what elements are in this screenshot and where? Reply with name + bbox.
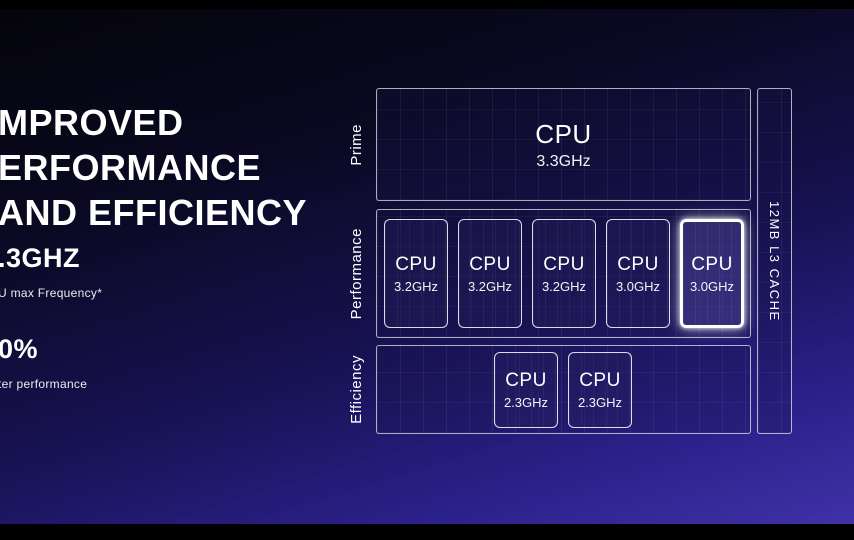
row-label-performance-text: Performance	[347, 227, 365, 320]
row-label-performance: Performance	[345, 209, 367, 338]
row-label-prime-text: Prime	[347, 123, 365, 166]
stat-performance-caption: ter performance	[0, 377, 88, 391]
cpu-core-block: CPU 3.2GHz	[384, 219, 448, 328]
cpu-core-block: CPU 3.0GHz	[606, 219, 670, 328]
cpu-core-block: CPU 3.2GHz	[532, 219, 596, 328]
row-label-efficiency: Efficiency	[345, 345, 367, 434]
stat-frequency-value: .3GHZ	[0, 243, 81, 273]
stat-frequency: .3GHZ U max Frequency*	[0, 243, 102, 300]
cpu-core-name: CPU	[579, 370, 621, 391]
cpu-core-block: CPU 2.3GHz	[494, 352, 558, 428]
stat-performance-value: 0%	[0, 334, 39, 364]
cpu-core-name: CPU	[395, 253, 437, 275]
cpu-core-freq: 2.3GHz	[503, 395, 549, 410]
cpu-core-block: CPU 2.3GHz	[568, 352, 632, 428]
cpu-core-name: CPU	[535, 118, 592, 149]
letterbox-top	[0, 0, 854, 9]
cpu-core-freq: 3.3GHz	[536, 152, 591, 170]
l3-cache-box: 12MB L3 CACHE	[757, 88, 792, 434]
letterbox-bottom	[0, 524, 854, 540]
slide-title-line-2: ERFORMANCE	[0, 147, 261, 188]
cpu-core-block: CPU 3.2GHz	[458, 219, 522, 328]
cpu-core-freq: 3.0GHz	[689, 278, 735, 294]
stat-frequency-caption: U max Frequency*	[0, 286, 103, 300]
row-label-efficiency-text: Efficiency	[347, 355, 365, 424]
cpu-core-name: CPU	[505, 370, 547, 391]
prime-core-panel: CPU 3.3GHz	[376, 88, 751, 201]
row-label-prime: Prime	[345, 88, 367, 201]
cpu-core-name: CPU	[469, 253, 511, 275]
cpu-core-freq: 3.2GHz	[541, 278, 587, 294]
slide-title: MPROVED ERFORMANCE AND EFFICIENCY	[0, 100, 307, 235]
cpu-core-freq: 3.2GHz	[467, 278, 513, 294]
cpu-core-name: CPU	[543, 253, 585, 275]
slide-title-line-3: AND EFFICIENCY	[0, 192, 308, 233]
slide-title-line-1: MPROVED	[0, 102, 184, 143]
cpu-core-freq: 2.3GHz	[577, 395, 623, 410]
cpu-core-name: CPU	[691, 253, 733, 275]
l3-cache-label: 12MB L3 CACHE	[767, 200, 782, 322]
cpu-core-name: CPU	[617, 253, 659, 275]
efficiency-core-panel	[376, 345, 751, 434]
stat-performance: 0% ter performance	[0, 334, 87, 391]
highlighted-cpu-core-block: CPU 3.0GHz	[680, 219, 744, 328]
cpu-core-freq: 3.0GHz	[615, 278, 661, 294]
cpu-core-freq: 3.2GHz	[393, 278, 439, 294]
